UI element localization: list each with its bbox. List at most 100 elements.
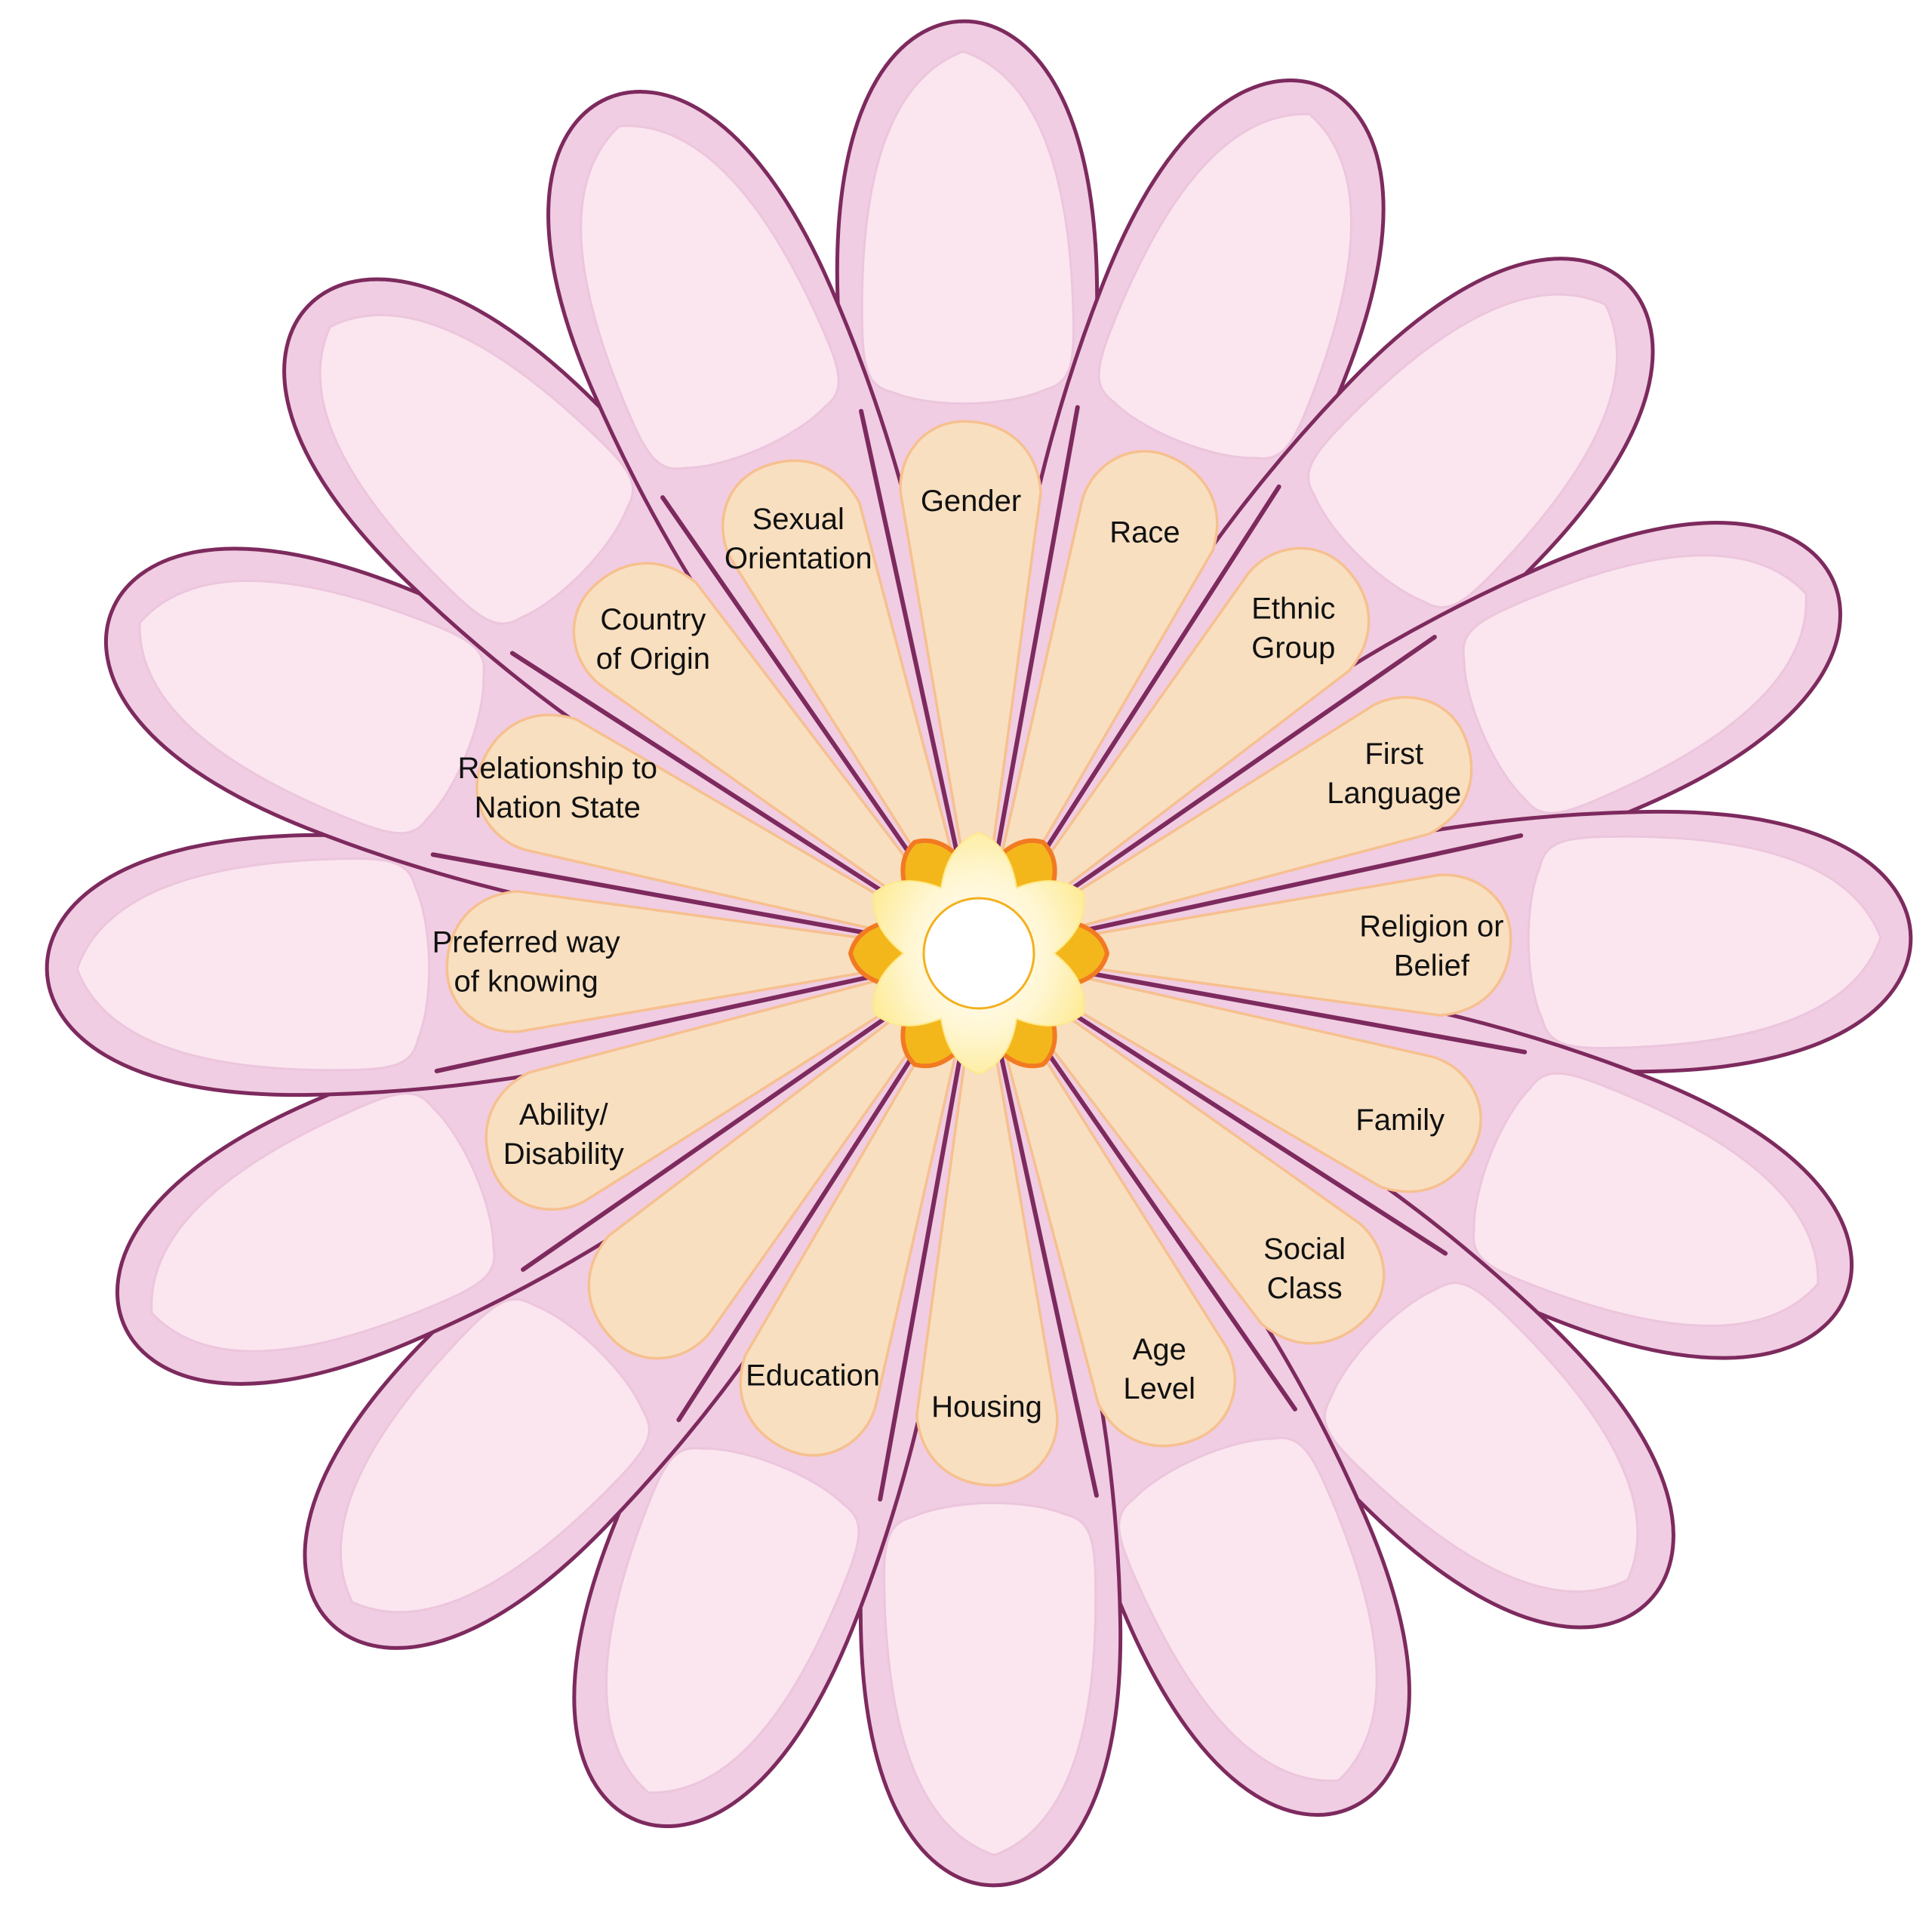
petal-label: Family	[1355, 1104, 1444, 1137]
petal-tip	[340, 1298, 651, 1614]
petal-label-line: Belief	[1394, 950, 1470, 983]
segment-shape	[999, 1023, 1237, 1448]
petal-label-line: of knowing	[454, 965, 598, 998]
petal-tip	[580, 125, 840, 470]
petal-label-line: Religion or	[1359, 910, 1503, 943]
petal-divider-line	[1046, 833, 1524, 940]
petal-label: Housing	[931, 1390, 1042, 1424]
petal-label-line: Country	[600, 603, 706, 636]
petal-divider-line	[989, 405, 1080, 885]
petal-label-line: Preferred way	[432, 925, 620, 959]
label-segment	[899, 420, 1042, 873]
petal-tip	[1527, 835, 1882, 1049]
petal-label-line: Class	[1267, 1272, 1343, 1305]
petal-label-line: of Origin	[596, 642, 710, 676]
segment-shape	[721, 459, 958, 884]
segment-shape	[475, 713, 908, 936]
petal-label-line: Disability	[503, 1137, 624, 1171]
label-segment	[1026, 546, 1371, 903]
petal-divider-line	[676, 1011, 943, 1423]
petal-label: Religion or Belief	[1359, 910, 1503, 983]
petal-tip	[1097, 112, 1352, 460]
segment-shape	[587, 1003, 932, 1360]
petal-divider-line	[859, 408, 966, 886]
segment-shape	[899, 420, 1042, 873]
petal-label-line: Sexual	[752, 503, 844, 536]
label-segment	[999, 1023, 1237, 1448]
label-segment	[721, 459, 958, 884]
center-flower	[848, 832, 1109, 1075]
segment-shape	[996, 450, 1219, 882]
petal-divider-line	[1015, 484, 1281, 896]
petal-label: Relationship to Nation State	[457, 752, 657, 824]
label-segment	[1048, 695, 1473, 933]
label-segment	[587, 1003, 932, 1360]
petal-label: Education	[746, 1359, 880, 1392]
label-segment	[485, 974, 909, 1211]
petal-divider-line	[521, 992, 922, 1272]
petal-label-line: Orientation	[724, 542, 872, 575]
petal-divider-line	[1017, 1010, 1297, 1411]
petal-label: Country of Origin	[596, 603, 710, 676]
petal-divider-line	[430, 852, 911, 943]
petal-label: Race	[1109, 516, 1180, 549]
petal-tip	[1472, 1072, 1820, 1327]
label-segment	[572, 562, 929, 907]
petal-divider-line	[509, 651, 921, 917]
segment-shape	[1029, 1000, 1386, 1345]
segment-shape	[572, 562, 929, 907]
petal-label-line: Housing	[931, 1390, 1042, 1424]
petal-tip	[318, 314, 634, 625]
segment-shape	[485, 974, 909, 1211]
petal-label-line: Age	[1133, 1333, 1186, 1366]
segment-shape	[1060, 873, 1512, 1017]
petal-label-line: Social	[1263, 1233, 1346, 1266]
segment-shape	[1026, 546, 1371, 903]
petal-tip	[75, 857, 431, 1072]
petal-tip	[1307, 293, 1618, 608]
petal-tip	[605, 1447, 860, 1794]
label-segment	[445, 890, 898, 1033]
petal-label-line: Language	[1327, 777, 1461, 810]
petal-label-line: Race	[1109, 516, 1180, 549]
petal-label-line: Family	[1355, 1104, 1444, 1137]
petal-label: Preferred way of knowing	[432, 925, 620, 998]
petal-label: Gender	[921, 485, 1021, 518]
label-segment	[1050, 971, 1482, 1193]
petal-label-line: Gender	[921, 485, 1021, 518]
label-segment	[739, 1024, 961, 1457]
petal-divider-line	[1047, 963, 1527, 1054]
petal-label-line: Nation State	[475, 791, 641, 824]
segment-shape	[739, 1024, 961, 1457]
petal-divider-line	[434, 966, 912, 1073]
petal-divider-line	[1036, 990, 1448, 1256]
petal-divider-line	[878, 1021, 969, 1502]
segment-shape	[1050, 971, 1482, 1193]
petal-tip	[138, 580, 485, 835]
petal-label-line: Level	[1123, 1372, 1195, 1405]
petal-tip	[150, 1092, 496, 1353]
label-segment	[1060, 873, 1512, 1017]
petal-label-line: Group	[1251, 631, 1335, 664]
label-segment	[1029, 1000, 1386, 1345]
petal-divider-line	[1035, 635, 1437, 915]
label-segment	[915, 1034, 1059, 1487]
label-segment	[996, 450, 1219, 882]
petal-label-line: Relationship to	[457, 752, 657, 785]
petal-divider-line	[660, 495, 940, 897]
petal-label-line: Ethnic	[1251, 592, 1335, 625]
segment-shape	[445, 890, 898, 1033]
petal-tip	[860, 50, 1075, 405]
center-disc	[922, 897, 1035, 1010]
petal-label-line: Education	[746, 1359, 880, 1392]
petal-label-line: Ability/	[519, 1098, 609, 1131]
petal-tip	[1324, 1282, 1639, 1593]
label-segment	[475, 713, 908, 936]
